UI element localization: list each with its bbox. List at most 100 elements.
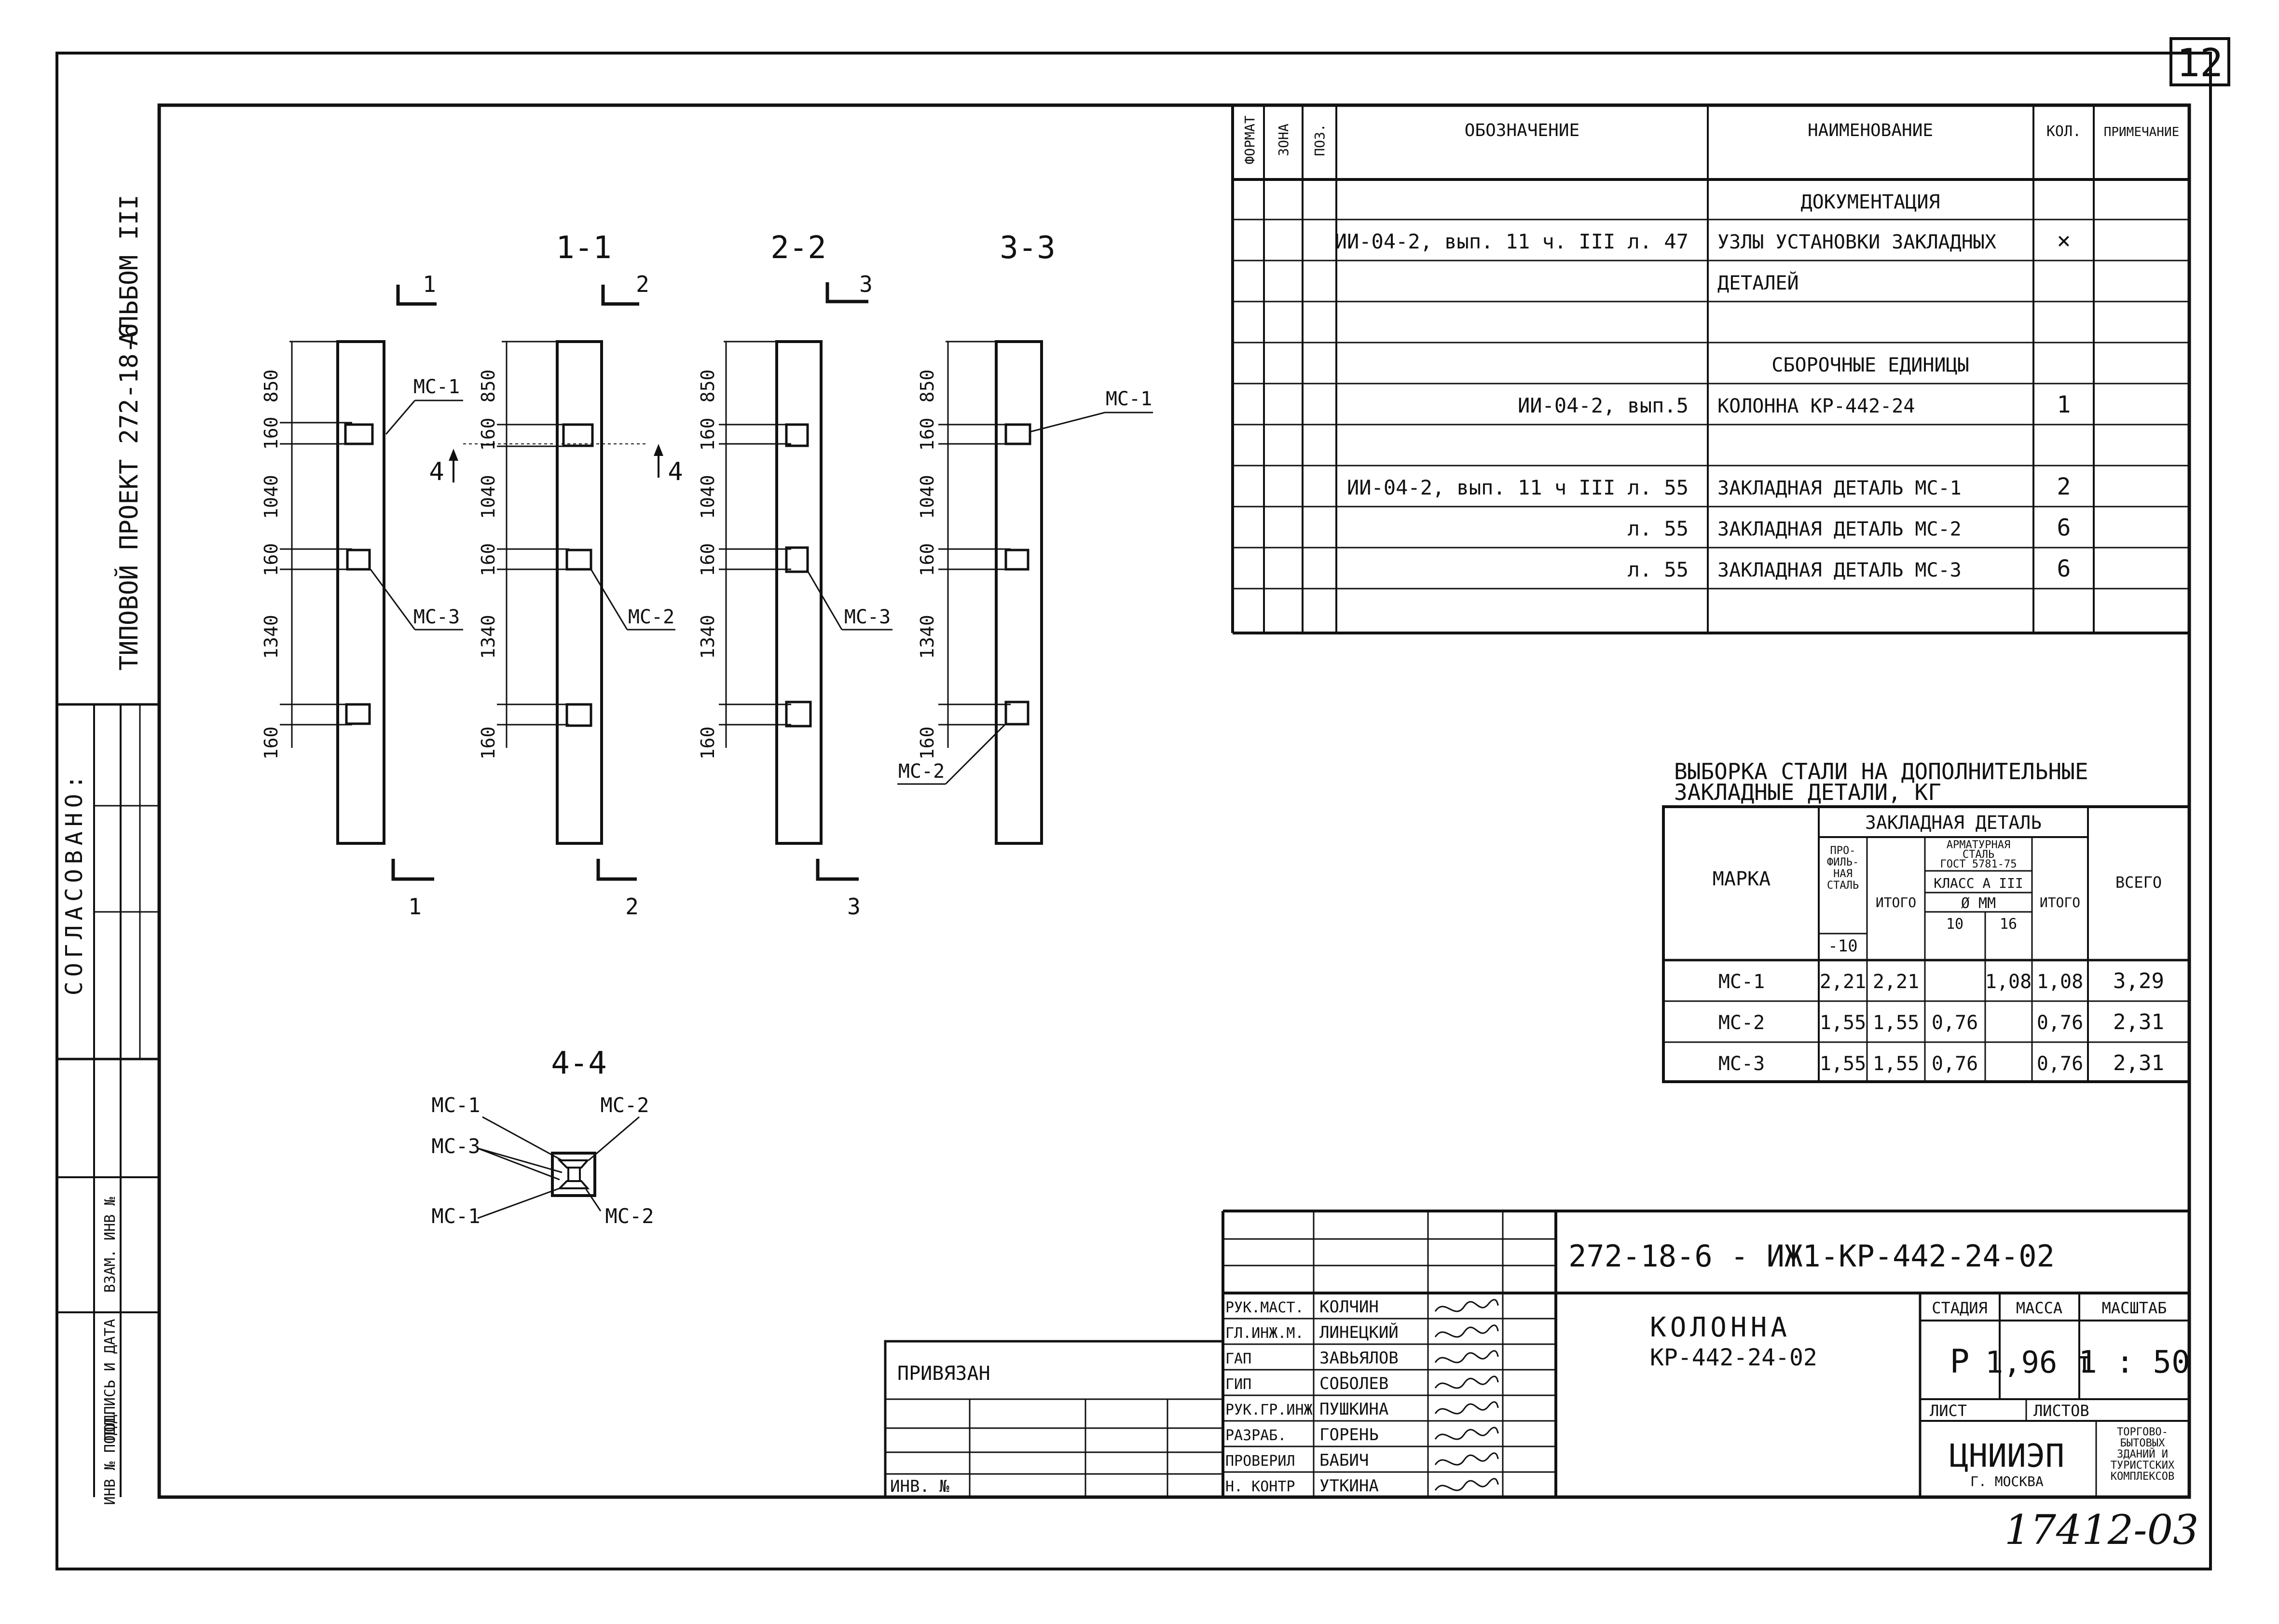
col-header-name: НАИМЕНОВАНИЕ xyxy=(1808,121,1933,140)
steel-h-arm: ГОСТ 5781-75 xyxy=(1940,858,2017,870)
staff-name: СОБОЛЕВ xyxy=(1319,1374,1388,1393)
embedded-plate xyxy=(785,546,809,573)
column-outline xyxy=(775,340,823,845)
staff-role: РАЗРАБ. xyxy=(1225,1427,1286,1444)
spec-qty: 1 xyxy=(2057,391,2071,418)
steel-h-d10: 10 xyxy=(1946,916,1963,933)
sign-date-label: ПОДПИСЬ И ДАТА xyxy=(102,1319,119,1441)
spec-name: УЗЛЫ УСТАНОВКИ ЗАКЛАДНЫХ xyxy=(1717,231,1996,253)
spec-name: КОЛОННА КР-442-24 xyxy=(1717,395,1915,417)
stage-value: Р xyxy=(1950,1343,1970,1381)
plate-label: МС-3 xyxy=(413,606,460,628)
sheet-header: ЛИСТ xyxy=(1930,1402,1967,1420)
embedded-plate xyxy=(346,549,371,571)
dim-label: 850 xyxy=(917,370,938,403)
dim-label: 160 xyxy=(261,543,282,577)
plate-label: МС-2 xyxy=(898,760,945,783)
steel-h-vsego: ВСЕГО xyxy=(2115,873,2162,892)
drawing-name-2: КР-442-24-02 xyxy=(1650,1344,1817,1371)
dim-label: 160 xyxy=(917,727,938,760)
steel-cell-itogo1: 1,55 xyxy=(1873,1053,1919,1075)
dim-label: 160 xyxy=(478,418,499,451)
staff-name: ГОРЕНЬ xyxy=(1319,1425,1379,1445)
signature xyxy=(1434,1401,1499,1415)
dim-label: 160 xyxy=(917,543,938,577)
section-title: 3-3 xyxy=(1000,230,1056,266)
spec-name: ДЕТАЛЕЙ xyxy=(1717,271,1799,294)
steel-cell-marka: МС-2 xyxy=(1718,1012,1765,1034)
staff-role: РУК.ГР.ИНЖ xyxy=(1225,1402,1313,1418)
steel-h-arm: АРМАТУРНАЯ xyxy=(1947,839,2010,851)
steel-cell-d10: 0,76 xyxy=(1932,1012,1978,1034)
embedded-plate xyxy=(785,701,812,728)
steel-h-prof: ПРО- xyxy=(1830,845,1856,857)
specification-table: ФОРМАТ ЗОНА ПОЗ. ОБОЗНАЧЕНИЕ НАИМЕНОВАНИ… xyxy=(1231,105,2189,634)
spec-name: ЗАКЛАДНАЯ ДЕТАЛЬ МС-2 xyxy=(1717,518,1962,540)
staff-role: ПРОВЕРИЛ xyxy=(1225,1453,1295,1470)
steel-cell-d16: 1,08 xyxy=(1985,971,2032,993)
dim-label: 160 xyxy=(697,727,718,760)
dim-label: 160 xyxy=(697,543,718,577)
plate-label: МС-2 xyxy=(600,1093,649,1117)
staff-name: ПУШКИНА xyxy=(1319,1400,1388,1419)
staff-name: КОЛЧИН xyxy=(1319,1297,1379,1317)
plate-label: МС-1 xyxy=(431,1204,480,1228)
dim-label: 1040 xyxy=(697,475,718,519)
steel-h-prof: СТАЛЬ xyxy=(1827,880,1859,892)
staff-role: РУК.МАСТ. xyxy=(1225,1299,1304,1316)
embedded-plate xyxy=(1004,549,1030,571)
steel-cell-prof: 1,55 xyxy=(1820,1012,1866,1034)
dim-label: 160 xyxy=(261,417,282,450)
col-header-designation: ОБОЗНАЧЕНИЕ xyxy=(1465,121,1579,140)
dim-label: 1340 xyxy=(478,615,499,659)
org-dept: ЗДАНИЙ И xyxy=(2117,1448,2168,1460)
dim-label: 1040 xyxy=(917,475,938,519)
album-label: АЛЬБОМ III xyxy=(115,194,144,345)
column-cross-section xyxy=(551,1152,596,1197)
steel-h-prof: НАЯ xyxy=(1833,868,1853,880)
cut-4-right: 4 xyxy=(668,457,683,486)
dim-label: 1040 xyxy=(261,475,282,519)
section-3-3-left: 3-3 850 160 1040 160 1340 160 МС-3 3 3 xyxy=(697,230,1056,920)
spec-name: ЗАКЛАДНАЯ ДЕТАЛЬ МС-3 xyxy=(1717,559,1962,581)
steel-cell-d10: 0,76 xyxy=(1932,1053,1978,1075)
steel-h-d16: 16 xyxy=(2000,916,2017,933)
dim-label: 160 xyxy=(478,543,499,577)
replace-inv-label: ВЗАМ. ИНВ № xyxy=(102,1197,119,1293)
spec-name: ДОКУМЕНТАЦИЯ xyxy=(1801,191,1940,213)
dim-label: 1340 xyxy=(261,615,282,659)
steel-cell-marka: МС-3 xyxy=(1718,1053,1765,1075)
embedded-plate xyxy=(785,423,809,447)
mass-header: МАССА xyxy=(2016,1299,2062,1317)
signature xyxy=(1434,1299,1499,1312)
dim-label: 160 xyxy=(917,418,938,451)
dim-label: 1040 xyxy=(478,475,499,519)
staff-name: БАБИЧ xyxy=(1319,1451,1369,1470)
steel-h-prof-size: -10 xyxy=(1828,936,1857,956)
steel-cell-itogo2: 0,76 xyxy=(2037,1012,2083,1034)
section-title: 1-1 xyxy=(556,230,612,266)
embedded-plate xyxy=(565,703,592,727)
section-4-4: 4-4 МС-1 МС-3 МС-1 МС-2 МС-2 xyxy=(431,1046,654,1228)
cut-mark-top: 2 xyxy=(636,271,649,297)
section-3-3-right: 850 160 1040 160 1340 160 МС-1 МС-2 xyxy=(897,340,1153,845)
steel-h-detail: ЗАКЛАДНАЯ ДЕТАЛЬ xyxy=(1865,812,2042,833)
spec-designation: ИИ-04-2, вып.5 xyxy=(1518,394,1689,417)
stage-header: СТАДИЯ xyxy=(1932,1299,1988,1317)
signature xyxy=(1434,1478,1499,1491)
signature xyxy=(1434,1350,1499,1363)
steel-title-2: ЗАКЛАДНЫЕ ДЕТАЛИ, КГ xyxy=(1674,779,1941,805)
spec-name: ЗАКЛАДНАЯ ДЕТАЛЬ МС-1 xyxy=(1717,477,1962,499)
binding-label: ПРИВЯЗАН xyxy=(897,1363,990,1385)
sheet-number: 12 xyxy=(2177,41,2223,85)
steel-cell-itogo1: 1,55 xyxy=(1873,1012,1919,1034)
section-2-2: 2-2 850 160 1040 160 1340 160 МС-2 2 2 4… xyxy=(429,230,826,920)
binding-block: ПРИВЯЗАН ИНВ. № xyxy=(884,1340,1224,1499)
steel-h-itogo: ИТОГО xyxy=(2040,895,2080,910)
col-header-zone: ЗОНА xyxy=(1276,124,1291,156)
steel-cell-prof: 2,21 xyxy=(1820,971,1866,993)
dim-label: 1340 xyxy=(697,615,718,659)
cut-4-left: 4 xyxy=(429,457,444,486)
